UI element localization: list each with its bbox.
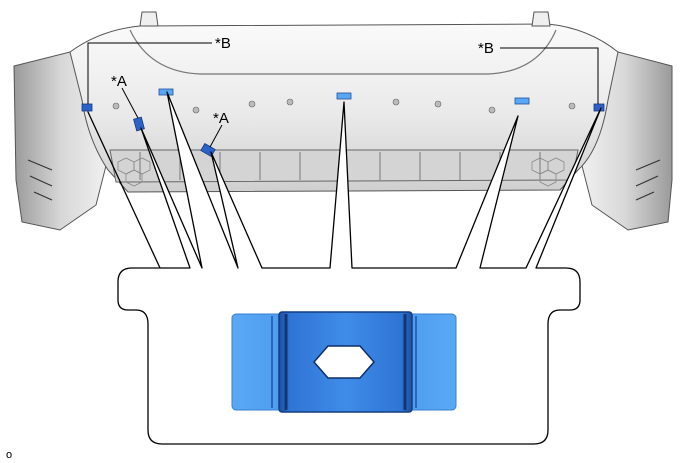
side-vents: [27, 159, 661, 201]
pad-b-right: [593, 103, 605, 112]
callout-b-left: *B: [215, 35, 231, 52]
mount-tab-left: [139, 11, 159, 27]
figure-id: o: [6, 449, 12, 461]
leader-a-left: [121, 87, 139, 119]
detail-callout-bubble: [87, 91, 602, 445]
pad-center: [336, 92, 352, 100]
leader-a-center: [209, 124, 223, 148]
pad-upper-right: [514, 97, 530, 105]
pad-upper-left: [158, 88, 174, 96]
pad-a-left: [133, 116, 145, 132]
callout-b-right: *B: [478, 40, 494, 57]
callout-a-center: *A: [213, 110, 229, 127]
leader-b-left: [87, 42, 212, 104]
callout-a-left: *A: [111, 73, 127, 90]
honeycomb-right: [531, 157, 565, 187]
sensor-holes: [112, 98, 576, 114]
enlarged-retainer-pad: [231, 311, 457, 413]
callout-leaders: [87, 42, 599, 148]
pad-b-left: [81, 103, 93, 112]
honeycomb-left: [117, 157, 151, 187]
mount-tab-right: [531, 11, 551, 27]
bumper-upper-trim: [129, 29, 557, 75]
pad-center-hole: [313, 345, 375, 379]
leader-b-right: [500, 47, 599, 104]
